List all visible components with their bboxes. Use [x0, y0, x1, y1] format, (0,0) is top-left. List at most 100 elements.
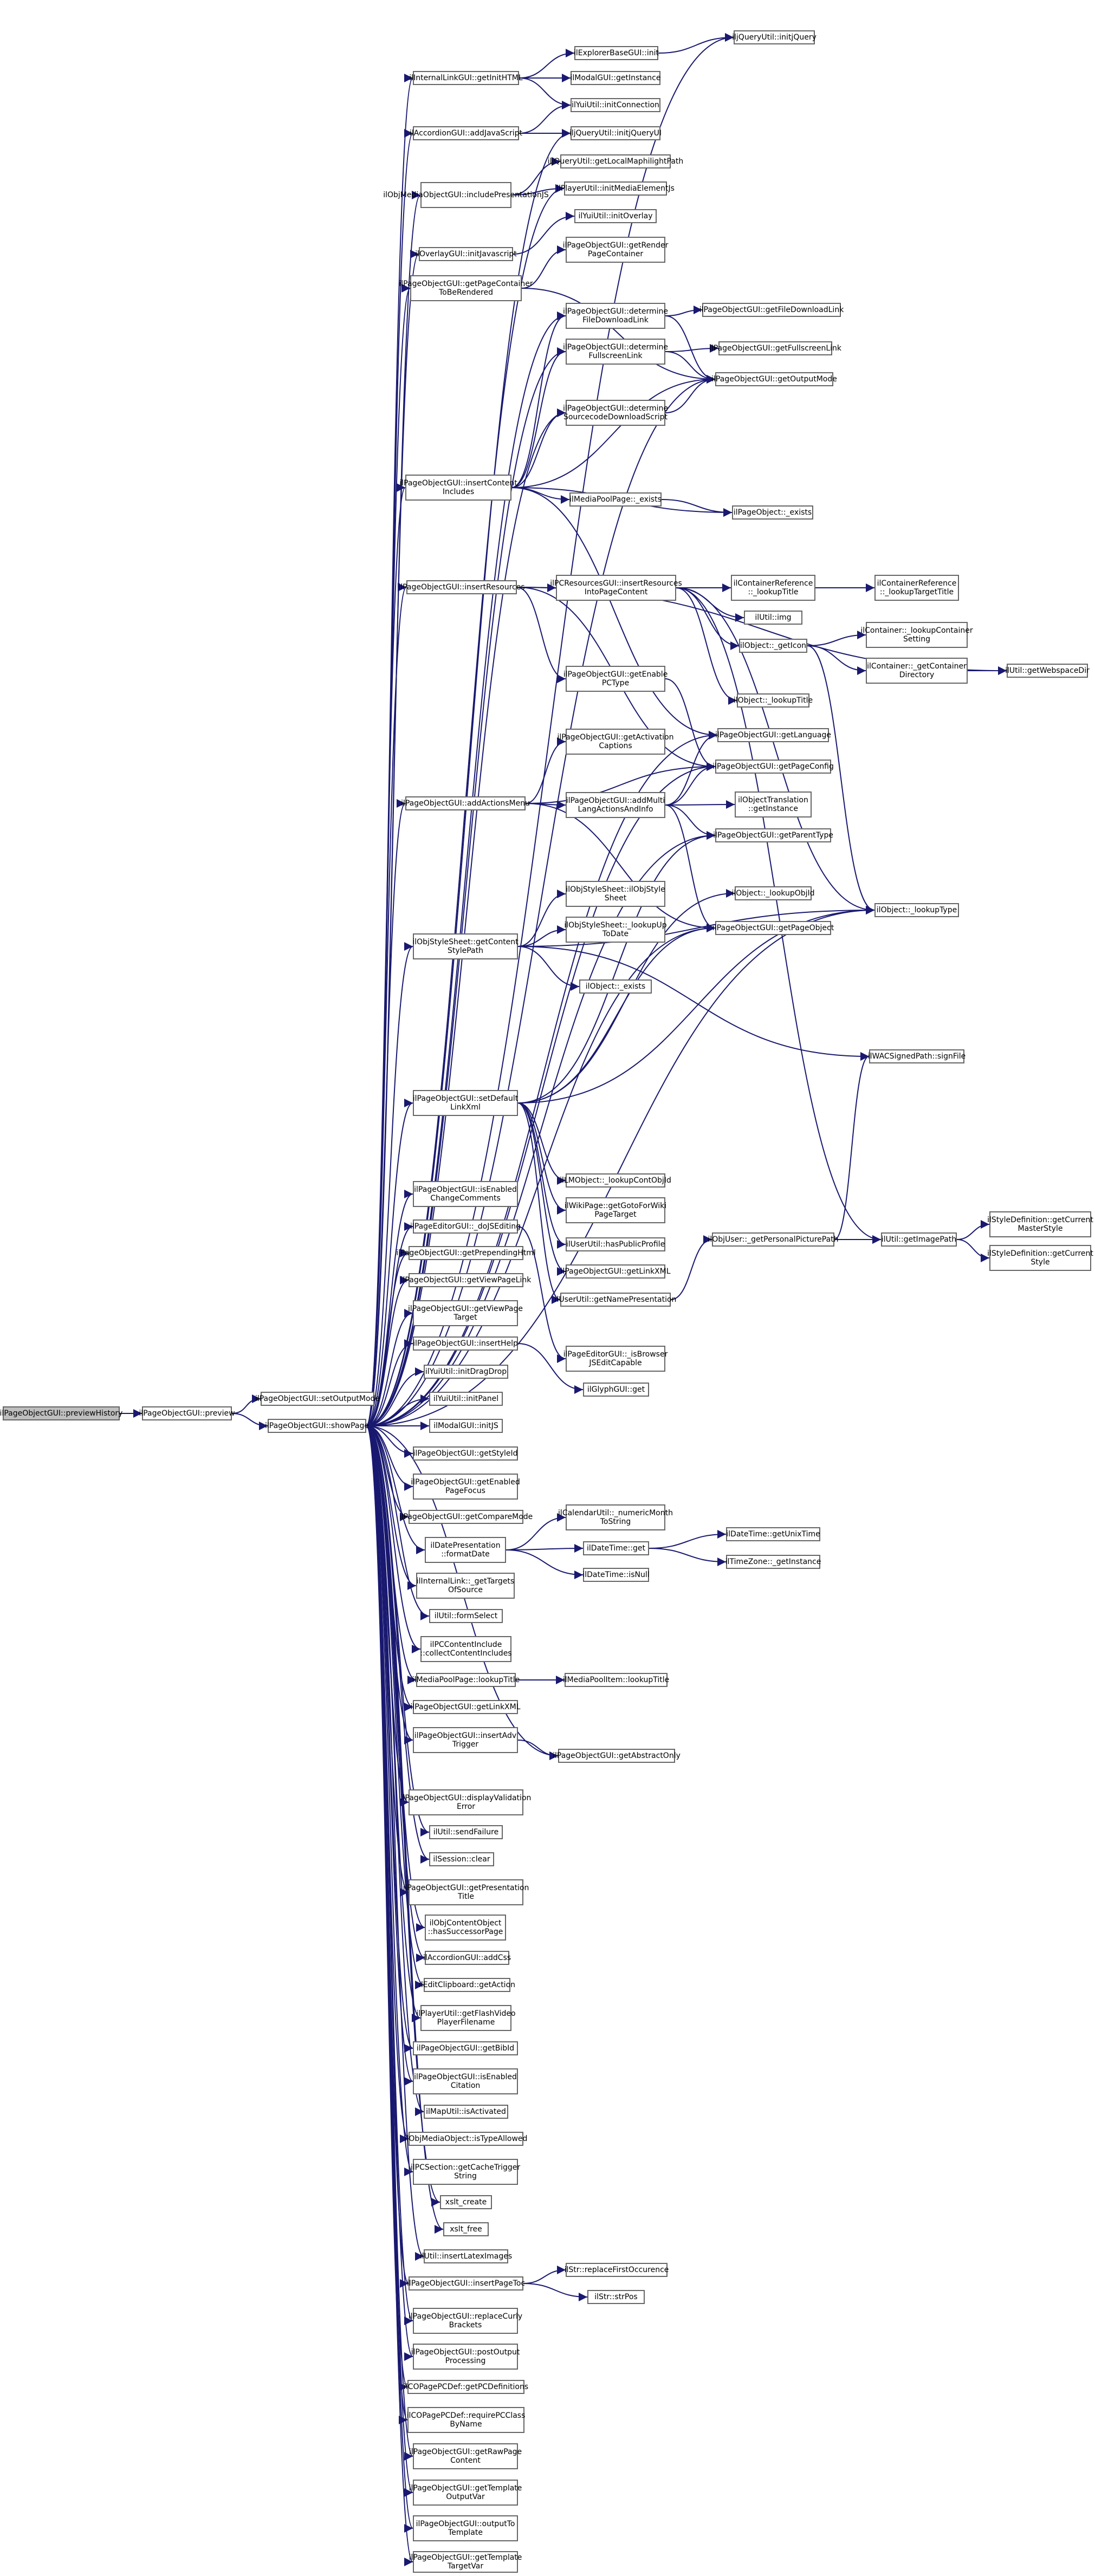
node-utilGetImagePath[interactable]: ilUtil::getImagePath	[881, 1232, 957, 1247]
node-getLanguage[interactable]: ilPageObjectGUI::getLanguage	[715, 728, 831, 742]
node-pageObjectExists[interactable]: ilPageObject::_exists	[732, 505, 813, 520]
node-maphilight[interactable]: iljQueryUtil::getLocalMaphilightPath	[548, 154, 683, 168]
node-getTemplateTargetVar[interactable]: ilPageObjectGUI::getTemplate TargetVar	[409, 2551, 522, 2573]
node-contentObjectSuccessor[interactable]: ilObjContentObject ::hasSuccessorPage	[425, 1915, 506, 1941]
node-mediaElement[interactable]: ilPlayerUtil::initMediaElementJs	[556, 181, 675, 196]
node-mediaPoolItemLookupTitle[interactable]: ilMediaPoolItem::lookupTitle	[563, 1673, 669, 1687]
node-utilFormSelect[interactable]: ilUtil::formSelect	[429, 1609, 503, 1623]
node-accordionAddCss[interactable]: ilAccordionGUI::addCss	[423, 1951, 511, 1965]
node-sessionClear[interactable]: ilSession::clear	[429, 1852, 494, 1866]
node-mediaPoolExists[interactable]: ilMediaPoolPage::_exists	[569, 492, 662, 507]
node-modalInitJS[interactable]: ilModalGUI::initJS	[429, 1419, 503, 1433]
node-outputToTemplate[interactable]: ilPageObjectGUI::outputTo Template	[413, 2515, 518, 2541]
node-userHasPublicProfile[interactable]: ilUserUtil::hasPublicProfile	[566, 1237, 665, 1251]
node-addMultiLang[interactable]: ilPageObjectGUI::addMulti LangActionsAnd…	[566, 792, 665, 818]
node-yuiConnection[interactable]: ilYuiUtil::initConnection	[571, 98, 660, 112]
node-getPageObject[interactable]: ilPageObjectGUI::getPageObject	[712, 921, 834, 935]
node-pcContentIncludeCollect[interactable]: ilPCContentInclude ::collectContentInclu…	[420, 1636, 512, 1662]
node-strReplaceFirst[interactable]: ilStr::replaceFirstOccurence	[565, 2263, 669, 2277]
node-setOutputMode[interactable]: ilPageObjectGUI::setOutputMode	[255, 1392, 380, 1406]
node-strPos[interactable]: ilStr::strPos	[587, 2290, 645, 2304]
node-mobIsTypeAllowed[interactable]: ilObjMediaObject::isTypeAllowed	[405, 2132, 527, 2146]
node-mediaPoolPageLookupTitle[interactable]: ilMediaPoolPage::lookupTitle	[412, 1673, 520, 1687]
node-getTemplateOutputVar[interactable]: ilPageObjectGUI::getTemplate OutputVar	[409, 2480, 522, 2506]
node-dateTimeGetUnixTime[interactable]: ilDateTime::getUnixTime	[726, 1527, 820, 1541]
node-addActionsMenu[interactable]: ilPageObjectGUI::addActionsMenu	[401, 796, 530, 810]
node-utilInsertLatexImages[interactable]: ilUtil::insertLatexImages	[420, 2249, 512, 2263]
node-wiznardFailure[interactable]: ilUtil::sendFailure	[429, 1825, 503, 1839]
node-replaceCurlyBrackets[interactable]: ilPageObjectGUI::replaceCurly Brackets	[409, 2308, 522, 2334]
node-displayValidationError[interactable]: ilPageObjectGUI::displayValidation Error	[401, 1789, 531, 1815]
node-styleLookupUpToDate[interactable]: ilObjStyleSheet::_lookupUp ToDate	[564, 917, 667, 943]
node-pcSectionCacheTrigger[interactable]: ilPCSection::getCacheTrigger String	[411, 2159, 520, 2185]
node-copagePCDefinitions[interactable]: ilCOPagePCDef::getPCDefinitions	[404, 2380, 528, 2394]
node-containerGetDirectory[interactable]: ilContainer::_getContainer Directory	[866, 658, 968, 684]
node-internalLinkInit[interactable]: ilInternalLinkGUI::getInitHTML	[409, 71, 523, 85]
node-dateTimeGet[interactable]: ilDateTime::get	[583, 1541, 649, 1555]
node-getOutputMode[interactable]: ilPageObjectGUI::getOutputMode	[711, 372, 837, 386]
node-getLinkXML[interactable]: ilPageObjectGUI::getLinkXML	[560, 1264, 671, 1279]
node-insertAdvTrigger[interactable]: ilPageObjectGUI::insertAdv Trigger	[413, 1727, 518, 1753]
node-overlayInitJs[interactable]: ilOverlayGUI::initJavascript	[415, 247, 517, 261]
node-modalInstance[interactable]: ilModalGUI::getInstance	[571, 71, 661, 85]
node-playerFlashVideo[interactable]: ilPlayerUtil::getFlashVideo PlayerFilena…	[416, 2005, 516, 2031]
node-xsltFree[interactable]: xslt_free	[443, 2222, 489, 2236]
node-insertResources[interactable]: ilPageObjectGUI::insertResources	[398, 580, 525, 594]
node-containerRefLookupTargetTitle[interactable]: ilContainerReference ::_lookupTargetTitl…	[874, 575, 959, 601]
node-objectLookupTitle[interactable]: ilObject::_lookupTitle	[734, 693, 813, 708]
node-getRenderPageContainer[interactable]: ilPageObjectGUI::getRender PageContainer	[563, 237, 668, 263]
node-determineFileDownloadLink[interactable]: ilPageObjectGUI::determine FileDownloadL…	[563, 303, 668, 329]
node-insertHelp[interactable]: ilPageObjectGUI::insertHelp	[413, 1336, 518, 1351]
node-determineFullscreenLink[interactable]: ilPageObjectGUI::determine FullscreenLin…	[563, 339, 668, 365]
node-getBibId[interactable]: ilPageObjectGUI::getBibId	[413, 2041, 518, 2055]
node-objectExists[interactable]: ilObject::_exists	[579, 979, 652, 994]
node-getPageConfig[interactable]: ilPageObjectGUI::getPageConfig	[712, 760, 834, 774]
node-dateTimeIsNull[interactable]: ilDateTime::isNull	[582, 1568, 650, 1582]
node-getFullscreenLink[interactable]: ilPageObjectGUI::getFullscreenLink	[709, 341, 841, 355]
node-getRawPageContent[interactable]: ilPageObjectGUI::getRawPage Content	[409, 2443, 522, 2469]
node-mobIncludePres[interactable]: ilObjMediaObjectGUI::includePresentation…	[383, 182, 549, 208]
node-calendarMonthToString[interactable]: ilCalendarUtil::_numericMonth ToString	[558, 1504, 673, 1530]
node-getPrependingHtml[interactable]: ilPageObjectGUI::getPrependingHtml	[396, 1246, 536, 1260]
node-wikiGotoPageTarget[interactable]: ilWikiPage::getGotoForWiki PageTarget	[565, 1197, 666, 1223]
node-getParentType[interactable]: ilPageObjectGUI::getParentType	[713, 828, 833, 842]
node-containerLookupSetting[interactable]: ilContainer::_lookupContainer Setting	[860, 622, 973, 648]
node-postOutputProcessing[interactable]: ilPageObjectGUI::postOutput Processing	[411, 2344, 520, 2370]
node-preview[interactable]: ilPageObjectGUI::preview	[139, 1406, 235, 1420]
node-doJSEditing[interactable]: ilPageEditorGUI::_doJSEditing	[410, 1219, 521, 1234]
node-objTranslation[interactable]: ilObjectTranslation ::getInstance	[735, 791, 812, 817]
node-accordionJs[interactable]: ilAccordionGUI::addJavaScript	[410, 126, 522, 140]
node-insertContentIncludes[interactable]: ilPageObjectGUI::insertContent Includes	[399, 475, 517, 501]
node-getViewPageLink[interactable]: ilPageObjectGUI::getViewPageLink	[401, 1273, 531, 1287]
node-styleDefMasterStyle[interactable]: ilStyleDefinition::getCurrent MasterStyl…	[987, 1211, 1093, 1237]
node-styleDefStyle[interactable]: ilStyleDefinition::getCurrent Style	[987, 1245, 1093, 1271]
node-showPage[interactable]: ilPageObjectGUI::showPage	[265, 1419, 369, 1433]
node-getCompareMode[interactable]: ilPageObjectGUI::getCompareMode	[399, 1510, 533, 1524]
node-yuiDragDrop[interactable]: ilYuiUtil::initDragDrop	[424, 1365, 508, 1379]
node-root[interactable]: ilPageObjectGUI::previewHistory	[0, 1406, 122, 1420]
node-yuiPanel[interactable]: ilYuiUtil::initPanel	[429, 1392, 503, 1406]
node-objStyleSheet[interactable]: ilObjStyleSheet::ilObjStyle Sheet	[566, 881, 665, 907]
node-iljQuery[interactable]: iljQueryUtil::initjQuery	[732, 30, 817, 44]
node-getEnablePCType[interactable]: ilPageObjectGUI::getEnable PCType	[563, 666, 668, 692]
node-containerRefLookupTitle[interactable]: ilContainerReference ::_lookupTitle	[731, 575, 815, 601]
node-glyphGet[interactable]: ilGlyphGUI::get	[583, 1383, 649, 1397]
node-yuiOverlay[interactable]: ilYuiUtil::initOverlay	[574, 209, 657, 223]
node-explorerInit[interactable]: ilExplorerBaseGUI::init	[574, 46, 659, 60]
node-getWebspaceDir[interactable]: ilUtil::getWebspaceDir	[1005, 664, 1090, 678]
node-getActivationCaptions[interactable]: ilPageObjectGUI::getActivation Captions	[558, 729, 674, 755]
node-mapUtilIsActivated[interactable]: ilMapUtil::isActivated	[424, 2105, 508, 2119]
node-objectLookupObjId[interactable]: ilObject::_lookupObjId	[731, 886, 815, 900]
node-wacSigned[interactable]: ilWACSignedPath::signFile	[868, 1049, 966, 1063]
node-getLinkXMLShow[interactable]: ilPageObjectGUI::getLinkXML	[410, 1700, 521, 1714]
node-datePresFormatDate[interactable]: ilDatePresentation ::formatDate	[425, 1537, 506, 1563]
node-utilImg[interactable]: ilUtil::img	[744, 611, 802, 625]
node-getAbstractOnly[interactable]: ilPageObjectGUI::getAbstractOnly	[553, 1749, 681, 1763]
node-jqueryUI[interactable]: iljQueryUtil::initjQueryUI	[569, 126, 662, 140]
node-getPageContainerToBeRendered[interactable]: ilPageObjectGUI::getPageContainer ToBeRe…	[399, 275, 533, 301]
node-timeZoneGetInstance[interactable]: ilTimeZone::_getInstance	[725, 1555, 821, 1569]
node-getPresentationTitle[interactable]: ilPageObjectGUI::getPresentation Title	[403, 1879, 529, 1905]
node-getEnabledPageFocus[interactable]: ilPageObjectGUI::getEnabled PageFocus	[411, 1474, 520, 1500]
node-lmObjLookupContObjId[interactable]: ilLMObject::_lookupContObjId	[560, 1173, 671, 1188]
node-userGetNamePresentation[interactable]: ilUserUtil::getNamePresentation	[555, 1293, 676, 1307]
